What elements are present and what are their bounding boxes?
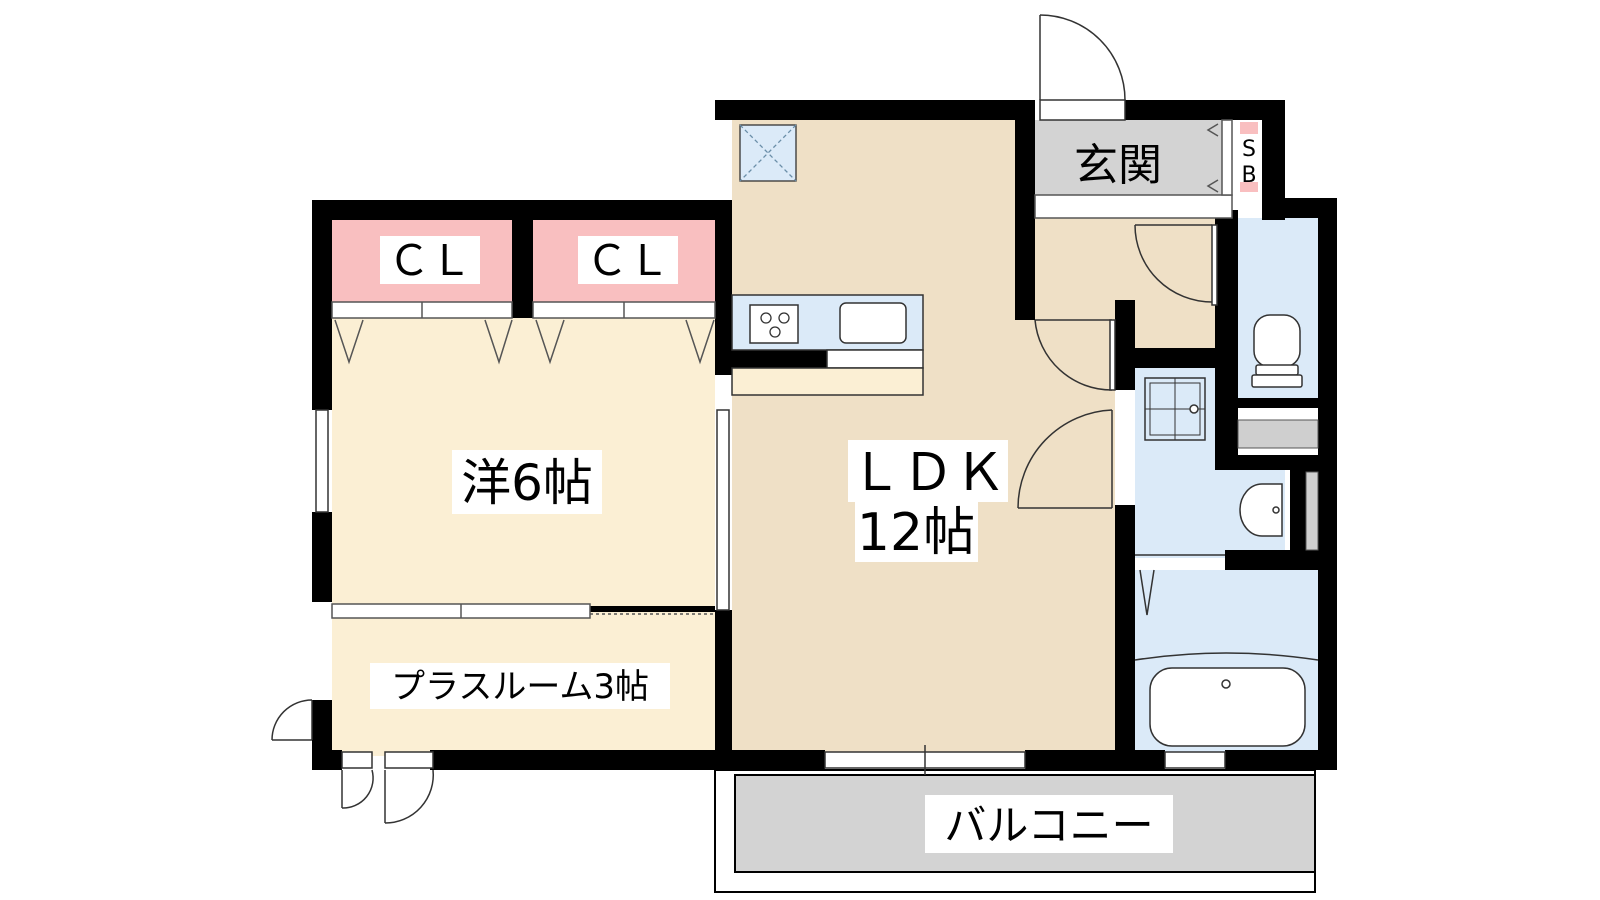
entrance-label: 玄関 (1074, 140, 1162, 191)
walls (312, 100, 1337, 770)
washbasin-icon (1239, 483, 1283, 537)
refrigerator-space (739, 124, 797, 182)
balcony (714, 769, 1316, 893)
closet-right-label: ＣＬ (586, 236, 670, 285)
partition-sliding-door (331, 603, 715, 619)
stove-icon (749, 304, 799, 344)
toilet-icon (1251, 314, 1303, 388)
sink-icon (839, 302, 907, 344)
ldk-name: ＬＤＫ (850, 443, 1006, 503)
closet-doors (331, 301, 716, 365)
bathtub-icon (1134, 652, 1319, 747)
balcony-label: バルコニー (944, 801, 1153, 850)
shoe-box-label-s: S (1242, 137, 1256, 162)
room-labels: ＬＤＫ 12帖 洋6帖 プラスルーム3帖 ＣＬ ＣＬ 玄関 S B バルコニー (370, 137, 1257, 853)
windows (315, 409, 1226, 775)
western-room-label: 洋6帖 (461, 454, 593, 512)
kitchen-counter (731, 294, 924, 396)
door-swing-icon (271, 14, 1225, 824)
entrance-step (1034, 119, 1233, 219)
plus-room-label: プラスルーム3帖 (391, 667, 649, 707)
shoe-box-label-b: B (1241, 163, 1256, 188)
washing-machine-icon (1144, 377, 1206, 441)
closet-left-label: ＣＬ (388, 236, 472, 285)
ldk-size: 12帖 (857, 503, 975, 563)
entrance-floor (1035, 120, 1225, 195)
